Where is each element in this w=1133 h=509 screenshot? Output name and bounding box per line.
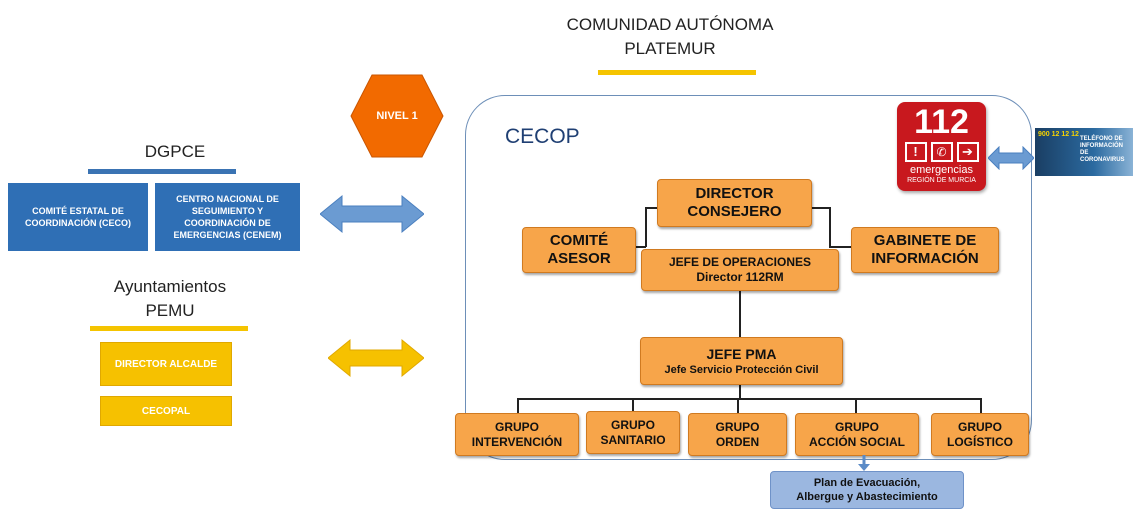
hexagon-shape (350, 74, 444, 158)
cecopal-box: CECOPAL (100, 396, 232, 426)
dgpce-double-arrow (320, 194, 424, 234)
cecop-frame (465, 95, 1032, 460)
nivel-hexagon: NIVEL 1 (350, 74, 444, 158)
director-consejero-box: DIRECTOR CONSEJERO (657, 179, 812, 227)
grupo-orden-box: GRUPO ORDEN (688, 413, 787, 456)
exclamation-icon: ! (904, 142, 927, 162)
plan-evacuacion-box: Plan de Evacuación, Albergue y Abastecim… (770, 471, 964, 509)
grupo-4-line1: GRUPO (834, 419, 879, 434)
jefe-operaciones-box: JEFE DE OPERACIONES Director 112RM (641, 249, 839, 291)
logo-112-icons: ! ✆ ➔ (897, 142, 986, 162)
jefe-pma-line2: Jefe Servicio Protección Civil (664, 363, 819, 376)
jefe-ops-line1: JEFE DE OPERACIONES (668, 255, 812, 269)
pemu-title: PEMU (145, 301, 195, 320)
logo-112-region: REGIÓN DE MURCIA (907, 177, 976, 184)
phone-card-text: TELÉFONO DE INFORMACIÓN DE CORONAVIRUS (1080, 136, 1125, 163)
dgpce-title: DGPCE (144, 142, 206, 161)
logo-112-sub: emergencias (910, 164, 973, 176)
gabinete-line1: GABINETE DE (873, 232, 977, 249)
connector-right-vertical (829, 207, 831, 247)
comite-line1: COMITÉ (549, 232, 609, 249)
logo-112: 112 ! ✆ ➔ emergencias REGIÓN DE MURCIA (897, 102, 986, 191)
plan-down-arrow (858, 455, 870, 471)
connector-grupo-3 (737, 398, 739, 413)
director-line2: CONSEJERO (687, 203, 782, 220)
connector-left-vertical (645, 207, 647, 247)
connector-right-stub (829, 246, 851, 248)
gabinete-line2: INFORMACIÓN (871, 250, 979, 267)
top-title-line2: PLATEMUR (624, 39, 716, 58)
connector-grupo-4 (855, 398, 857, 413)
connector-pma-to-groups (739, 385, 741, 399)
connector-grupo-2 (632, 398, 634, 413)
grupo-intervencion-box: GRUPO INTERVENCIÓN (455, 413, 579, 456)
grupo-2-line1: GRUPO (610, 417, 655, 432)
connector-grupo-1 (517, 398, 519, 413)
director-alcalde-box: DIRECTOR ALCALDE (100, 342, 232, 386)
director-line1: DIRECTOR (695, 185, 774, 202)
jefe-ops-line2: Director 112RM (696, 270, 784, 284)
connector-left-stub (636, 246, 646, 248)
comite-asesor-box: COMITÉ ASESOR (522, 227, 636, 273)
grupo-2-line2: SANITARIO (600, 432, 666, 447)
plan-line1: Plan de Evacuación, (813, 477, 921, 489)
plan-line2: Albergue y Abastecimiento (796, 491, 938, 503)
connector-jefe-ops-to-pma (739, 291, 741, 337)
grupo-logistico-box: GRUPO LOGÍSTICO (931, 413, 1029, 456)
grupo-accion-social-box: GRUPO ACCIÓN SOCIAL (795, 413, 919, 456)
top-title-line1: COMUNIDAD AUTÓNOMA (566, 15, 774, 34)
dgpce-underline (88, 169, 236, 174)
grupo-3-line2: ORDEN (715, 434, 760, 449)
cecop-title: CECOP (505, 125, 580, 148)
ayuntamientos-title: Ayuntamientos (113, 277, 227, 296)
nivel-label: NIVEL 1 (376, 110, 418, 122)
phone-double-arrow (988, 146, 1034, 170)
grupo-4-line2: ACCIÓN SOCIAL (809, 434, 905, 449)
jefe-pma-line1: JEFE PMA (706, 345, 777, 362)
jefe-pma-box: JEFE PMA Jefe Servicio Protección Civil (640, 337, 843, 385)
cenem-box: CENTRO NACIONAL DE SEGUIMIENTO Y COORDIN… (155, 183, 300, 251)
comite-line2: ASESOR (547, 250, 611, 267)
connector-groups-horizontal (517, 398, 981, 400)
grupo-5-line2: LOGÍSTICO (947, 434, 1013, 449)
phone-icon: ✆ (930, 142, 953, 162)
grupo-5-line1: GRUPO (957, 419, 1002, 434)
grupo-1-line1: GRUPO (494, 419, 539, 434)
phone-card-number: 900 12 12 12 (1038, 131, 1079, 138)
logo-112-number: 112 (914, 103, 969, 141)
gabinete-informacion-box: GABINETE DE INFORMACIÓN (851, 227, 999, 273)
grupo-1-line2: INTERVENCIÓN (471, 434, 563, 449)
coronavirus-phone-card: 900 12 12 12 TELÉFONO DE INFORMACIÓN DE … (1035, 128, 1133, 176)
grupo-3-line1: GRUPO (715, 419, 760, 434)
connector-grupo-5 (980, 398, 982, 413)
platemur-underline (598, 70, 756, 75)
arrow-right-icon: ➔ (956, 142, 979, 162)
pemu-double-arrow (328, 338, 424, 378)
ceco-box: COMITÉ ESTATAL DE COORDINACIÓN (CECO) (8, 183, 148, 251)
grupo-sanitario-box: GRUPO SANITARIO (586, 411, 680, 454)
pemu-underline (90, 326, 248, 331)
